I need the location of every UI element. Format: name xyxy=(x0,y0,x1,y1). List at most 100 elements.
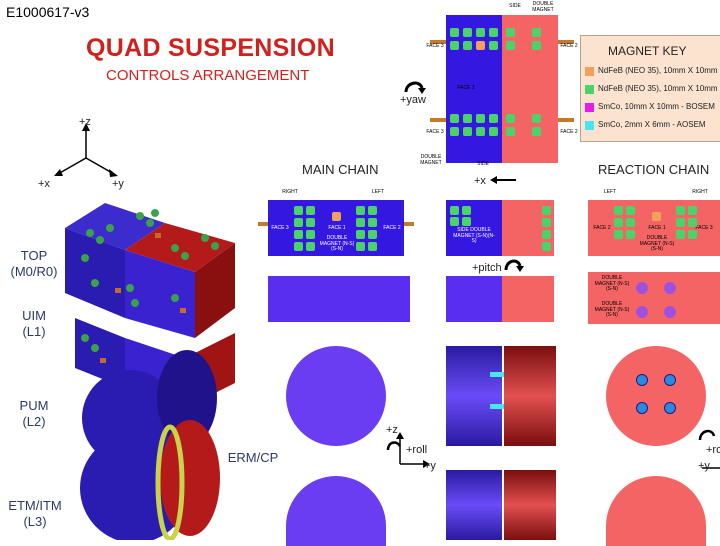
magnet xyxy=(532,127,541,136)
face-label: LEFT xyxy=(603,189,617,195)
face-label: FACE 1 xyxy=(648,225,666,231)
magnet xyxy=(294,242,303,251)
quad-suspension-3d xyxy=(65,203,235,540)
key-text: SmCo, 2mm X 6mm - AOSEM xyxy=(598,120,706,129)
face-label: DOUBLE MAGNET xyxy=(532,1,554,13)
pitch-arrow-icon xyxy=(504,259,524,272)
magnet-cluster xyxy=(292,204,320,254)
magnet xyxy=(306,242,315,251)
magnet xyxy=(294,218,303,227)
face-label: RIGHT xyxy=(692,189,708,195)
magnet xyxy=(542,218,551,227)
face-label: DOUBLE MAGNET (N-S)(S-N) xyxy=(639,235,675,252)
magnet xyxy=(506,127,515,136)
magnet xyxy=(306,218,315,227)
top-view-peg xyxy=(430,40,446,44)
magnet xyxy=(626,230,635,239)
reaction-chain-label: REACTION CHAIN xyxy=(598,162,710,177)
magnet xyxy=(532,28,541,37)
roll-right-y-label: +y xyxy=(698,460,710,472)
magnet xyxy=(506,114,515,123)
stage-label-erm: ERM/CP xyxy=(227,450,279,465)
magnet xyxy=(462,217,471,226)
face-label: FACE 2 xyxy=(383,225,401,231)
magnet xyxy=(506,41,515,50)
magnet xyxy=(614,218,623,227)
magnet-cluster xyxy=(674,204,702,254)
magnet xyxy=(476,114,485,123)
axis-x-label: +x xyxy=(38,178,50,190)
axis-triad xyxy=(54,123,118,177)
bosem-magnet xyxy=(664,306,676,318)
magnet xyxy=(652,212,661,221)
swatch-smco-aosem xyxy=(585,121,594,130)
face-label: DOUBLE MAGNET xyxy=(420,154,442,166)
reaction-top-mass-front xyxy=(588,200,720,256)
face-label: DOUBLE MAGNET (N-S)(S-N) xyxy=(594,275,630,292)
pitch-label: +pitch xyxy=(472,262,502,274)
magnet xyxy=(676,218,685,227)
face-label: FACE 2 xyxy=(560,129,578,135)
bosem-magnet xyxy=(636,374,648,386)
x-dof-label: +x xyxy=(474,175,486,187)
main-chain-label: MAIN CHAIN xyxy=(302,162,379,177)
side-erm-red-bottom xyxy=(504,470,556,540)
magnet xyxy=(450,28,459,37)
side-pum-blue xyxy=(446,346,502,446)
magnet xyxy=(450,206,459,215)
magnet xyxy=(532,41,541,50)
magnet xyxy=(368,218,377,227)
top-view-peg xyxy=(558,118,574,122)
magnet xyxy=(306,230,315,239)
aosem-magnet xyxy=(490,372,504,377)
magnet-cluster xyxy=(504,26,556,66)
magnet xyxy=(688,218,697,227)
face-label: FACE 3 xyxy=(695,225,713,231)
face-label: SIDE DOUBLE MAGNET (S-N)(N-S) xyxy=(453,227,495,244)
magnet xyxy=(450,114,459,123)
x-arrow-icon xyxy=(490,176,516,184)
magnet xyxy=(368,230,377,239)
magnet xyxy=(356,230,365,239)
magnet-cluster xyxy=(540,204,554,254)
main-pum-circle xyxy=(286,346,386,446)
magnet xyxy=(489,28,498,37)
magnet xyxy=(676,206,685,215)
swatch-smco-bosem xyxy=(585,103,594,112)
magnet xyxy=(463,114,472,123)
magnet xyxy=(306,206,315,215)
key-text: SmCo, 10mm X 10mm - BOSEM xyxy=(598,102,715,111)
yaw-label: +yaw xyxy=(400,94,426,106)
stage-label-top: TOP (M0/R0) xyxy=(10,248,58,280)
face-label: DOUBLE MAGNET (N-S)(S-N) xyxy=(594,301,630,318)
bosem-magnet xyxy=(636,402,648,414)
roll-label: +roll xyxy=(406,444,428,456)
magnet xyxy=(688,230,697,239)
magnet xyxy=(368,206,377,215)
magnet-cluster xyxy=(612,204,640,254)
axis-z-label: +z xyxy=(79,116,91,128)
magnet-cluster xyxy=(448,26,500,66)
face-label: FACE 1 xyxy=(328,225,346,231)
stage-label-uim: UIM (L1) xyxy=(22,308,46,340)
top-view-peg xyxy=(558,40,574,44)
magnet xyxy=(356,242,365,251)
magnet xyxy=(506,28,515,37)
face-label: FACE 3 xyxy=(271,225,289,231)
magnet xyxy=(476,41,485,50)
bosem-magnet xyxy=(664,282,676,294)
document-id: E1000617-v3 xyxy=(6,4,90,20)
magnet-key-row: SmCo, 10mm X 10mm - BOSEM xyxy=(585,102,720,114)
side-uim-blue xyxy=(446,276,502,322)
magnet xyxy=(462,206,471,215)
stage-label-pum: PUM (L2) xyxy=(19,398,49,430)
page-subtitle: CONTROLS ARRANGEMENT xyxy=(106,67,310,84)
key-text: NdFeB (NEO 35), 10mm X 10mm - xyxy=(598,84,720,93)
top-view-blue xyxy=(446,15,502,163)
face-label: LEFT xyxy=(371,189,385,195)
magnet xyxy=(294,230,303,239)
key-text: NdFeB (NEO 35), 10mm X 10mm - xyxy=(598,66,720,75)
magnet xyxy=(463,28,472,37)
magnet xyxy=(356,218,365,227)
swatch-neo-green xyxy=(585,85,594,94)
